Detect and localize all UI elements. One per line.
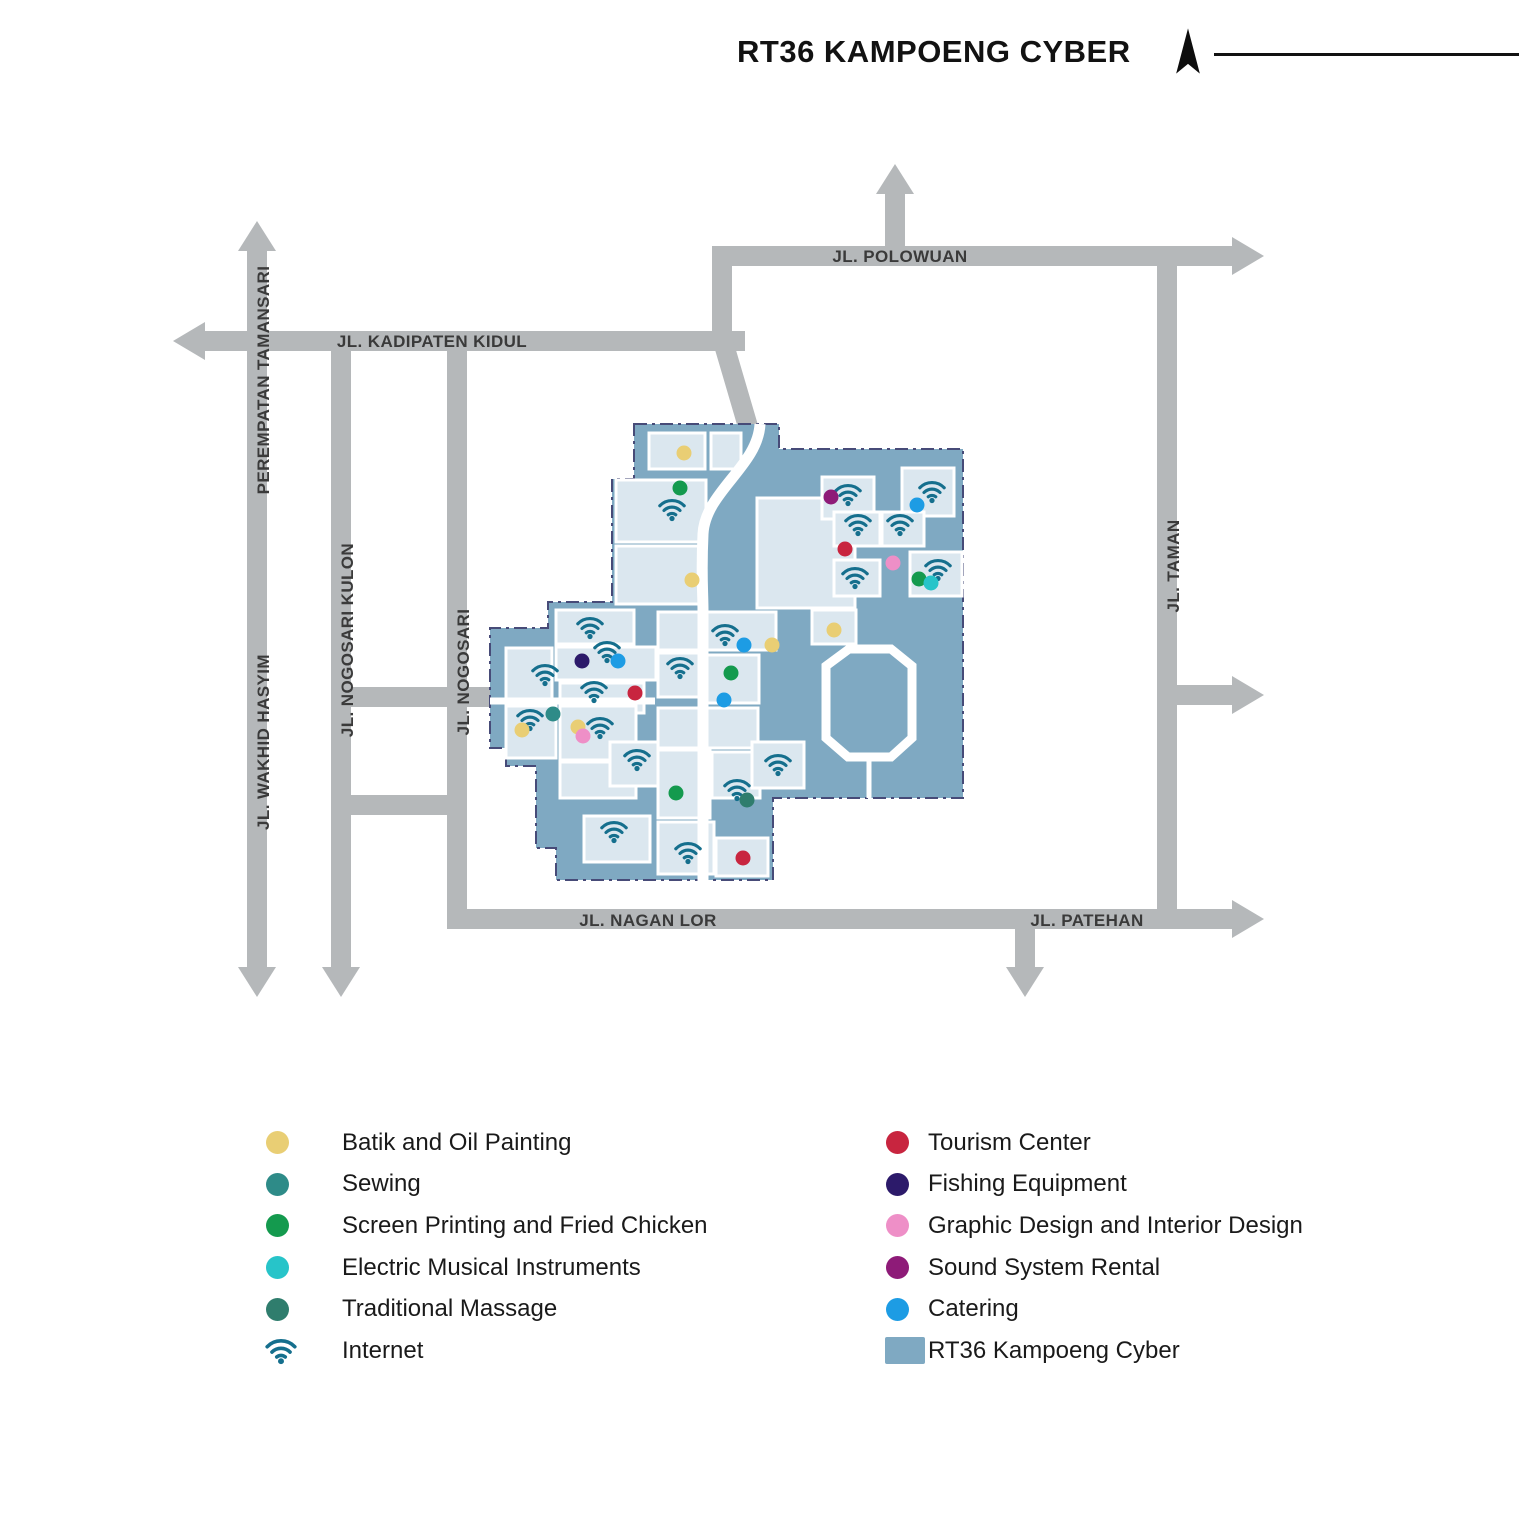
legend-item-screen_printing: Screen Printing and Fried Chicken — [264, 1205, 708, 1247]
legend-item-graphic: Graphic Design and Interior Design — [884, 1205, 1303, 1247]
road-label-kadipaten-kidul: JL. KADIPATEN KIDUL — [337, 332, 527, 351]
legend-dot-fishing — [884, 1172, 926, 1196]
map-marker-sewing — [545, 706, 561, 722]
legend-item-tourism: Tourism Center — [884, 1122, 1303, 1164]
inner-street — [696, 423, 766, 882]
building-blocks — [504, 431, 964, 878]
legend-label: RT36 Kampoeng Cyber — [928, 1336, 1180, 1364]
legend-label: Catering — [928, 1295, 1019, 1323]
map-marker-tourism — [837, 541, 853, 557]
legend-item-batik: Batik and Oil Painting — [264, 1122, 708, 1164]
legend-area-swatch — [884, 1337, 926, 1365]
legend-label: Screen Printing and Fried Chicken — [342, 1211, 708, 1239]
map-marker-batik — [684, 572, 700, 588]
legend-item-area: RT36 Kampoeng Cyber — [884, 1330, 1303, 1372]
roads-layer — [203, 192, 1234, 970]
pond — [821, 644, 917, 762]
legend-label: Batik and Oil Painting — [342, 1128, 572, 1156]
legend-item-fishing: Fishing Equipment — [884, 1164, 1303, 1206]
legend-dot-sound — [884, 1256, 926, 1280]
legend-label: Tourism Center — [928, 1128, 1091, 1156]
map-marker-batik — [764, 637, 780, 653]
map-marker-screen_printing — [672, 480, 688, 496]
wifi-icon — [264, 1337, 306, 1365]
map-marker-screen_printing — [668, 785, 684, 801]
map-marker-catering — [716, 692, 732, 708]
map-marker-sound — [823, 489, 839, 505]
map-marker-tourism — [627, 685, 643, 701]
road-label-wakhid-hasyim: JL. WAKHID HASYIM — [254, 654, 273, 830]
map-marker-fishing — [574, 653, 590, 669]
legend-dot-sewing — [264, 1172, 306, 1196]
map-marker-electric — [923, 575, 939, 591]
road-label-taman: JL. TAMAN — [1164, 520, 1183, 613]
legend-item-massage: Traditional Massage — [264, 1288, 708, 1330]
map-marker-catering — [909, 497, 925, 513]
legend-dot-graphic — [884, 1214, 926, 1238]
map-marker-batik — [676, 445, 692, 461]
map-marker-screen_printing — [911, 571, 927, 587]
legend-label: Fishing Equipment — [928, 1170, 1127, 1198]
map-marker-tourism — [735, 850, 751, 866]
map-marker-catering — [736, 637, 752, 653]
legend-dot-electric — [264, 1256, 306, 1280]
map-marker-graphic — [885, 555, 901, 571]
legend-dot-screen_printing — [264, 1214, 306, 1238]
map-marker-catering — [610, 653, 626, 669]
map-marker-batik — [514, 722, 530, 738]
legend-item-internet: Internet — [264, 1330, 708, 1372]
road-labels: JL. POLOWUAN JL. KADIPATEN KIDUL PEREMPA… — [254, 247, 1183, 930]
legend-item-electric: Electric Musical Instruments — [264, 1247, 708, 1289]
road-label-nogosari: JL. NOGOSARI — [454, 609, 473, 736]
legend-item-sewing: Sewing — [264, 1164, 708, 1206]
legend-dot-tourism — [884, 1131, 926, 1155]
legend-item-catering: Catering — [884, 1288, 1303, 1330]
page-title: RT36 KAMPOENG CYBER — [737, 34, 1131, 69]
map-marker-massage — [739, 792, 755, 808]
legend-dot-massage — [264, 1297, 306, 1321]
legend-label: Internet — [342, 1336, 424, 1364]
legend-label: Sewing — [342, 1170, 421, 1198]
legend-label: Traditional Massage — [342, 1295, 558, 1323]
legend-item-sound: Sound System Rental — [884, 1247, 1303, 1289]
map-marker-batik — [826, 622, 842, 638]
road-label-nogosari-kulon: JL. NOGOSARI KULON — [338, 543, 357, 737]
road-label-perempatan-tamansari: PEREMPATAN TAMANSARI — [254, 266, 273, 495]
road-kampoeng-entry — [712, 246, 759, 433]
legend-label: Graphic Design and Interior Design — [928, 1211, 1303, 1239]
north-arrow-icon — [1176, 28, 1200, 74]
map-marker-screen_printing — [723, 665, 739, 681]
road-label-patehan: JL. PATEHAN — [1030, 911, 1143, 930]
legend-label: Electric Musical Instruments — [342, 1253, 641, 1281]
road-label-polowuan: JL. POLOWUAN — [832, 247, 967, 266]
marker-layer — [514, 445, 952, 866]
title-rule — [1214, 53, 1519, 56]
map: JL. POLOWUAN JL. KADIPATEN KIDUL PEREMPA… — [173, 164, 1264, 997]
legend-dot-batik — [264, 1131, 306, 1155]
legend-label: Sound System Rental — [928, 1253, 1161, 1281]
legend-dot-catering — [884, 1297, 926, 1321]
road-arrows — [173, 164, 1264, 997]
road-label-nagan-lor: JL. NAGAN LOR — [579, 911, 716, 930]
map-marker-graphic — [575, 728, 591, 744]
